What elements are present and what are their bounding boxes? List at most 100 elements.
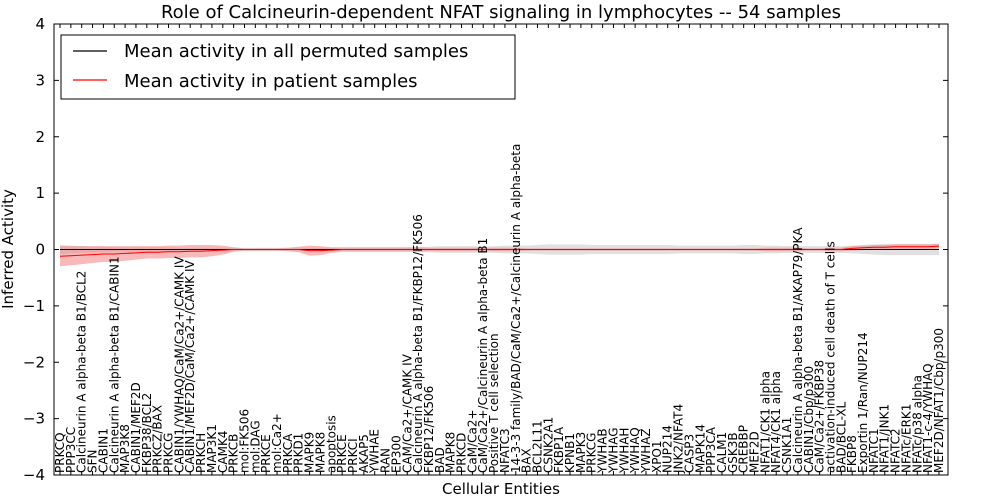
x-tick-label: MAP3K8 <box>118 424 132 473</box>
plot-frame <box>53 23 949 476</box>
y-tick-label: 2 <box>35 128 45 146</box>
x-tick-label: CABIN1/MEF2D <box>129 382 143 473</box>
x-tick-label: 14-3-3 family/BAD/CaM/Ca2+/Calcineurin A… <box>509 144 523 473</box>
x-tick-label: SFN <box>86 450 100 474</box>
x-tick-label: FKBP38/BCL2 <box>140 393 154 473</box>
x-tick-label: PRKCE <box>335 434 349 473</box>
y-tick-label: 1 <box>35 184 45 202</box>
y-axis-ticks: −4 −3 −2 −1 0 1 2 3 4 <box>23 15 948 484</box>
x-tick-label: CABIN1/YWHAQ/CaM/Ca2+/CAMK IV <box>172 256 186 473</box>
x-tick-label: PRKCZ/BAX <box>151 405 165 473</box>
x-tick-label: MAPK3 <box>574 432 588 473</box>
x-tick-label: CSNK1A1 <box>780 417 794 473</box>
x-tick-label: YWHAG <box>606 427 620 474</box>
x-tick-label: Exportin 1/Ran/NUP214 <box>856 332 870 473</box>
y-tick-label: 3 <box>35 71 45 89</box>
x-tick-label: XPO1 <box>650 440 664 473</box>
x-tick-label: MAP3K1 <box>205 424 219 473</box>
x-tick-label: NFAT1-c-4/YWHAQ <box>921 363 935 473</box>
y-tick-label: −3 <box>23 410 45 428</box>
x-tick-label: PRKCQ <box>53 432 67 473</box>
legend-box <box>60 34 516 100</box>
x-tick-label: RAN <box>379 448 393 473</box>
x-tick-label: CASP3 <box>682 434 696 473</box>
y-tick-label: 0 <box>35 241 45 259</box>
x-tick-label: CREBBP <box>737 425 751 473</box>
x-tick-label: CABIN1 <box>96 428 110 473</box>
x-tick-label: YWHAE <box>368 429 382 474</box>
x-tick-label: JNK2/NFAT4 <box>672 404 686 474</box>
x-tick-label: PRKCH <box>194 433 208 473</box>
x-tick-label: EP300 <box>389 435 403 473</box>
x-tick-label: CaM/Ca2+/Calcineurin A alpha-beta B1 <box>476 238 490 473</box>
x-tick-label: mol:FK506 <box>237 409 251 473</box>
x-tick-label: CAMK4 <box>216 431 230 473</box>
x-tick-label: PRKD1 <box>292 433 306 473</box>
x-tick-label: NFATc/p38 alpha <box>910 375 924 473</box>
line-patient <box>59 245 940 257</box>
x-tick-label: NFATC2 <box>889 428 903 473</box>
x-tick-label: GSK3B <box>726 432 740 473</box>
x-tick-label: CABIN1/MEF2D/CaM/Ca2+/CAMK IV <box>183 259 197 473</box>
x-tick-label: PRKCI <box>346 438 360 473</box>
x-tick-label: YWHAB <box>596 428 610 474</box>
x-tick-label: PRKCB <box>227 434 241 473</box>
x-tick-label: KPNB1 <box>563 433 577 473</box>
x-tick-label: BCL2L11 <box>530 420 544 473</box>
x-tick-label: Positive T cell selection <box>487 333 501 473</box>
x-tick-label: FKBP12/FK506 <box>422 386 436 473</box>
x-tick-label: BAX <box>520 448 534 473</box>
x-tick-label: BAD/BCL-XL <box>834 401 848 473</box>
x-tick-label: MAPK14 <box>693 424 707 473</box>
x-tick-label: MAPK8 <box>313 432 327 473</box>
x-tick-label: YWHAH <box>617 428 631 474</box>
x-tick-label: CAM/Ca2+/CAMK IV <box>400 353 414 473</box>
x-tick-label: MAPK9 <box>303 432 317 473</box>
x-tick-label: CaM/Ca2+/FKBP38 <box>813 360 827 473</box>
x-tick-label: CALM1 <box>715 432 729 473</box>
x-tick-label: PRKCG <box>585 433 599 473</box>
x-tick-label: PRKCE <box>259 434 273 473</box>
x-tick-label: NFAT1/JNK1 <box>878 404 892 473</box>
y-tick-label: −1 <box>23 297 45 315</box>
x-tick-label: PRKCA <box>281 433 295 473</box>
x-tick-label: YWHAZ <box>639 428 653 474</box>
x-tick-label: PRKCD <box>455 433 469 473</box>
x-tick-label: NFATc/ERK1 <box>899 404 913 473</box>
x-tick-label: NFAT4/CK1 alpha <box>769 371 783 473</box>
legend-label-permuted: Mean activity in all permuted samples <box>124 41 468 62</box>
x-tick-label: MEF2D <box>748 431 762 473</box>
y-tick-label: −4 <box>23 466 45 484</box>
legend: Mean activity in all permuted samples Me… <box>60 34 516 100</box>
x-tick-label: mol:DAG <box>248 420 262 473</box>
x-tick-label: NUP214 <box>661 425 675 473</box>
legend-label-patient: Mean activity in patient samples <box>124 71 418 92</box>
x-tick-label: PPP3CC <box>64 427 78 473</box>
x-tick-label: Calcineurin A alpha-beta B1/FKBP12/FK506 <box>411 214 425 473</box>
x-tick-label: Calcineurin A alpha-beta B1/BCL2 <box>75 271 89 473</box>
x-tick-label: apoptosis <box>324 415 338 473</box>
y-tick-label: −2 <box>23 353 45 371</box>
x-tick-label: Calcineurin A alpha-beta B1/CABIN1 <box>107 256 121 473</box>
x-tick-label: mol:Ca2+ <box>270 413 284 473</box>
y-axis-label: Inferred Activity <box>0 189 17 309</box>
x-tick-label: CABIN1/Cbp/p300 <box>802 366 816 473</box>
x-tick-label: NFATC3 <box>498 428 512 473</box>
x-tick-label: MEF2D/NFAT1/Cbp/p300 <box>932 328 946 473</box>
series-lines <box>59 245 940 257</box>
x-tick-label: NFATC1 <box>867 428 881 473</box>
x-tick-label: AKAP5 <box>357 434 371 473</box>
x-axis-label: Cellular Entities <box>442 480 560 498</box>
y-tick-label: 4 <box>35 15 45 33</box>
x-tick-label: CSNK2A1 <box>541 417 555 473</box>
x-tick-label: FKBP1A <box>552 426 566 473</box>
x-tick-label: Calcineurin A alpha-beta B1/AKAP79/PKA <box>791 227 805 473</box>
x-tick-label: YWHAQ <box>628 427 642 474</box>
x-tick-label: FKBP8 <box>845 435 859 473</box>
x-tick-label: NFAT1/CK1 alpha <box>758 371 772 473</box>
x-tick-label: MAPK8 <box>444 432 458 473</box>
x-tick-label: CaM/Ca2+ <box>465 409 479 473</box>
x-tick-label: BAD <box>433 447 447 473</box>
